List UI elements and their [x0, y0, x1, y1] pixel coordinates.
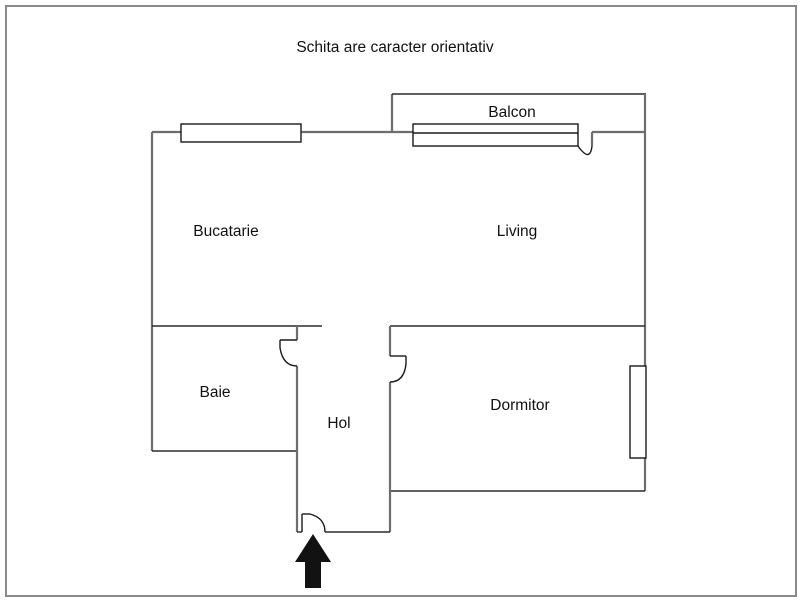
baie-door: [279, 339, 298, 367]
room-label-bucatarie: Bucatarie: [193, 223, 258, 240]
dormitor-window: [629, 365, 647, 459]
room-label-living: Living: [497, 223, 538, 240]
room-label-balcon: Balcon: [488, 104, 535, 121]
entrance-arrow: [295, 534, 331, 588]
room-label-hol: Hol: [327, 415, 350, 432]
bucatarie-window: [180, 123, 302, 143]
balcon-walls: [390, 93, 647, 132]
internal-walls: [152, 325, 645, 533]
apartment-outer-walls: [150, 130, 647, 492]
outer-frame: [5, 5, 797, 597]
entrance-door: [301, 513, 326, 533]
room-label-dormitor: Dormitor: [490, 397, 549, 414]
page-title: Schita are caracter orientativ: [296, 39, 494, 56]
balcon-sliding-door: [412, 123, 579, 147]
room-label-baie: Baie: [199, 384, 230, 401]
dormitor-door: [389, 355, 407, 383]
balcon-door: [577, 132, 594, 156]
